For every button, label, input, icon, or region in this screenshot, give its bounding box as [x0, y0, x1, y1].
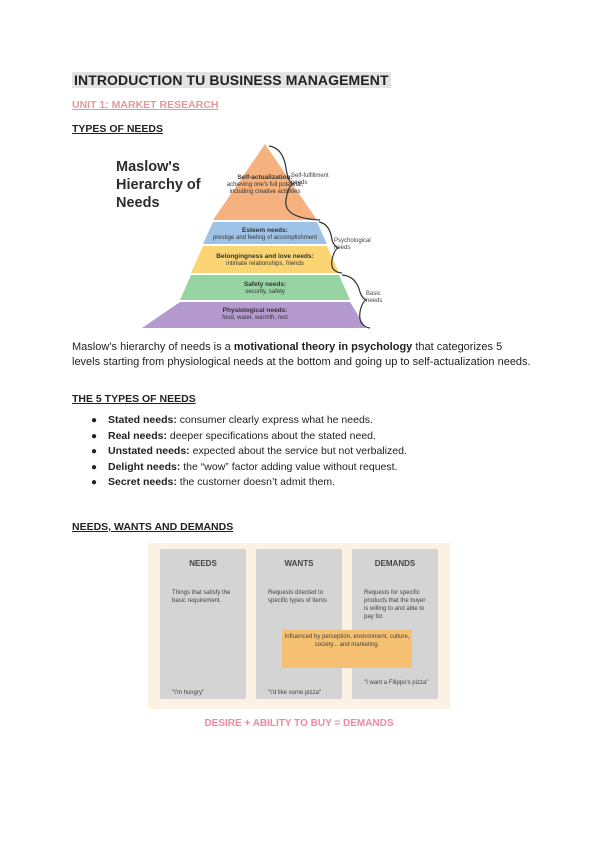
needs-wants-demands-figure: NEEDS Things that satisfy the basic requ… [148, 543, 450, 709]
demands-column: DEMANDS Requests for specific products t… [352, 549, 438, 699]
wants-column-desc: Requests directed to specific types of i… [268, 590, 327, 604]
list-item: ●Stated needs: consumer clearly express … [72, 413, 532, 429]
pyramid-text-self-actualization: Self-actualization:achieving one's full … [226, 174, 304, 195]
pyramid-graphic [142, 144, 371, 329]
influence-box: Influenced by perception, environment, c… [282, 630, 412, 668]
wants-column: WANTS Requests directed to specific type… [256, 549, 342, 699]
pyramid-text-esteem: Esteem needs:prestige and feeling of acc… [212, 227, 318, 241]
wants-column-title: WANTS [284, 559, 314, 568]
demands-column-quote: "I want a Filippo's pizza" [364, 680, 429, 686]
wants-column-quote: "I'd like some pizza" [268, 690, 322, 696]
group-label-psychological: Psychological needs [334, 238, 371, 251]
pyramid-text-safety: Safety needs:security, safety [243, 281, 287, 295]
list-item: ●Delight needs: the “wow” factor adding … [72, 460, 532, 476]
bullet-icon: ● [91, 415, 98, 426]
list-item: ●Unstated needs: expected about the serv… [72, 444, 532, 460]
bullet-icon: ● [91, 430, 98, 442]
demand-equation: DESIRE + ABILITY TO BUY = DEMANDS [204, 718, 394, 729]
pyramid-level-esteem [203, 222, 327, 244]
demands-column-desc: Requests for specific products that the … [364, 590, 426, 620]
bullet-icon: ● [91, 461, 98, 473]
document-title: INTRODUCTION TU BUSINESS MANAGEMENT [72, 72, 391, 88]
maslow-figure: Maslow's Hierarchy of Needs Self-actuali… [108, 140, 408, 332]
bullet-icon: ● [91, 477, 98, 488]
bullet-icon: ● [91, 446, 98, 457]
needs-column-quote: "I'm hungry" [172, 690, 205, 696]
needs-list: ●Stated needs: consumer clearly express … [72, 413, 532, 491]
section-heading-needs-wants-demands: NEEDS, WANTS AND DEMANDS [72, 521, 234, 533]
list-item: ●Real needs: deeper specifications about… [72, 429, 532, 445]
pyramid-level-self-actualization [213, 144, 317, 220]
bracket-self-fulfillment [268, 145, 321, 221]
pyramid-level-safety [180, 275, 350, 300]
pyramid-text-belonging: Belongingness and love needs:intimate re… [216, 253, 314, 267]
maslow-paragraph: Maslow’s hierarchy of needs is a motivat… [72, 341, 531, 368]
demands-column-title: DEMANDS [374, 559, 416, 568]
group-label-basic: Basic needs [366, 291, 383, 304]
pyramid-level-physiological [142, 302, 366, 328]
list-item: ●Secret needs: the customer doesn’t admi… [72, 475, 532, 491]
bracket-basic [341, 274, 371, 329]
pyramid-level-belonging [191, 246, 339, 273]
section-heading-five-types: THE 5 TYPES OF NEEDS [72, 393, 196, 405]
needs-column: NEEDS Things that satisfy the basic requ… [160, 549, 246, 699]
pyramid-text-physiological: Physiological needs:food, water, warmth,… [222, 307, 288, 321]
group-label-self-fulfillment: Self-fulfillment needs [291, 173, 329, 186]
section-heading-types-of-needs: TYPES OF NEEDS [72, 123, 164, 135]
needs-column-desc: Things that satisfy the basic requiremen… [172, 590, 231, 604]
maslow-figure-title: Maslow's Hierarchy of Needs [116, 159, 201, 211]
bracket-psychological [318, 221, 343, 274]
unit-title: UNIT 1: MARKET RESEARCH [72, 99, 219, 111]
needs-column-title: NEEDS [189, 559, 217, 568]
